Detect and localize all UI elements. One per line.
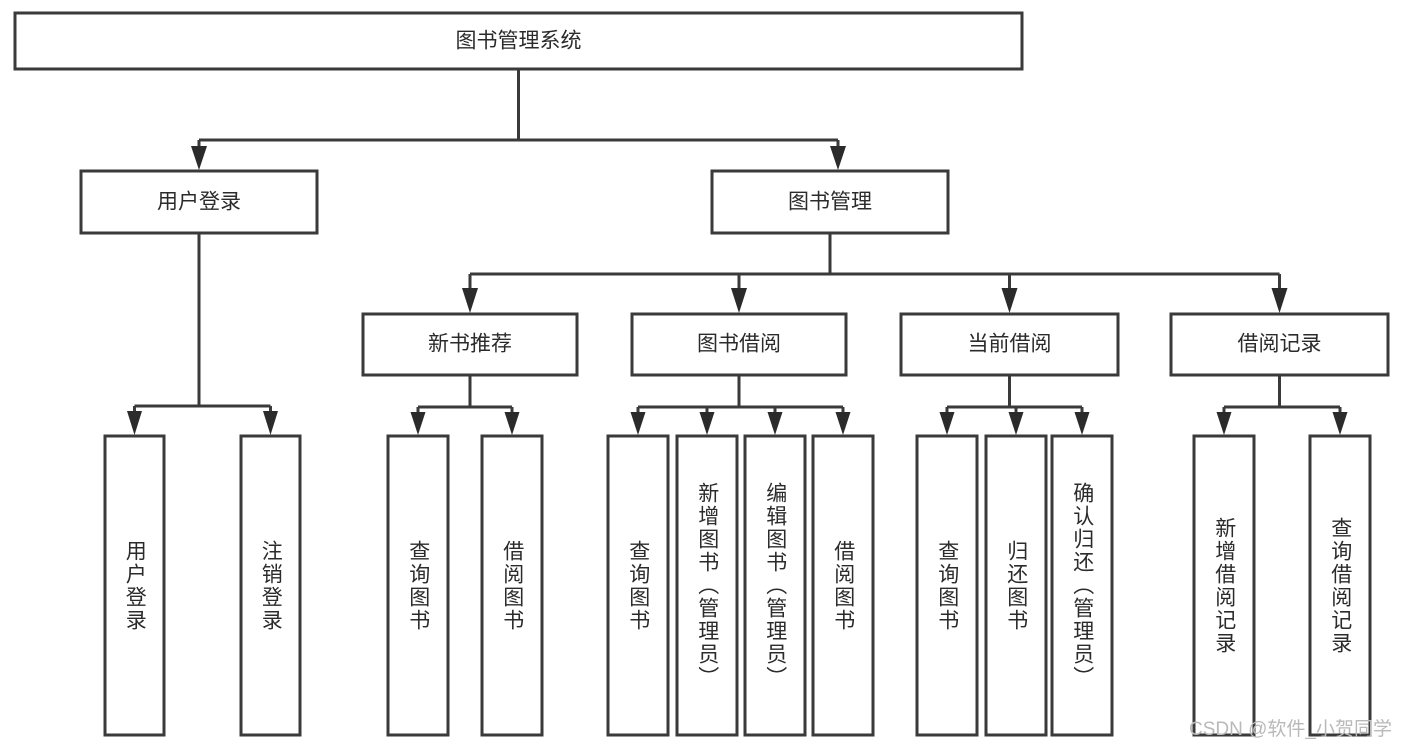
connector-new-book-recommend-to-leaves [410, 375, 520, 435]
node-label: 当前借阅 [968, 333, 1052, 356]
leaf-label-logout-login: 注销登录 [259, 539, 283, 632]
connector-borrow-record-to-leaves [1216, 375, 1348, 435]
node-user-login[interactable]: 用户登录 [79, 169, 319, 235]
node-book-manage[interactable]: 图书管理 [710, 169, 950, 235]
leaf-label-add-book: 新增图书（管理员） [695, 482, 719, 689]
node-label: 图书管理系统 [456, 30, 582, 53]
node-root-system[interactable]: 图书管理系统 [13, 11, 1024, 71]
connector-current-borrow-to-leaves [939, 375, 1090, 435]
node-label: 新书推荐 [428, 333, 512, 356]
leaf-label-edit-book: 编辑图书（管理员） [763, 482, 787, 689]
node-new-book-recommend[interactable]: 新书推荐 [361, 312, 579, 377]
leaf-node-boxes [103, 434, 1372, 737]
node-box-leaf-query-book-rec[interactable] [386, 434, 450, 737]
connector-book-manage-to-level3 [462, 233, 1288, 313]
node-box-leaf-query-book-borrow[interactable] [606, 434, 670, 737]
arrow-head-icon [939, 412, 955, 435]
node-box-leaf-add-borrow-record[interactable] [1192, 434, 1256, 737]
node-box [710, 169, 950, 235]
leaf-label-query-book-current: 查询图书 [935, 539, 959, 632]
arrow-head-icon [630, 412, 646, 435]
connector-root-to-level2 [191, 69, 846, 170]
node-label: 图书管理 [788, 191, 872, 214]
node-box-leaf-add-book[interactable] [675, 434, 739, 737]
node-borrow-record[interactable]: 借阅记录 [1169, 312, 1390, 377]
arrow-head-icon [1008, 412, 1024, 435]
leaf-label-user-login: 用户登录 [123, 539, 147, 632]
arrow-head-icon [1074, 412, 1090, 435]
leaf-label-query-book-rec: 查询图书 [406, 539, 430, 632]
leaf-label-confirm-return: 确认归还（管理员） [1070, 482, 1094, 689]
node-current-borrow[interactable]: 当前借阅 [899, 312, 1120, 377]
node-label: 借阅记录 [1238, 333, 1322, 356]
arrow-head-icon [767, 412, 783, 435]
leaf-label-add-borrow-record: 新增借阅记录 [1212, 516, 1236, 655]
node-label: 用户登录 [157, 191, 241, 214]
node-box-leaf-logout-login[interactable] [239, 434, 302, 737]
arrow-head-icon [731, 288, 747, 313]
node-box [899, 312, 1120, 377]
arrow-head-icon [1216, 412, 1232, 435]
node-box-leaf-confirm-return[interactable] [1050, 434, 1114, 737]
node-box-leaf-edit-book[interactable] [743, 434, 807, 737]
node-box-leaf-query-borrow-record[interactable] [1308, 434, 1372, 737]
leaf-label-query-book-borrow: 查询图书 [626, 539, 650, 632]
arrow-head-icon [127, 411, 142, 435]
node-label: 图书借阅 [697, 333, 781, 356]
leaf-label-borrow-book-rec: 借阅图书 [500, 539, 524, 632]
arrow-head-icon [462, 288, 478, 313]
node-box-leaf-borrow-book[interactable] [811, 434, 875, 737]
node-box [630, 312, 848, 377]
node-box [13, 11, 1024, 71]
arrow-head-icon [263, 411, 278, 435]
csdn-watermark: CSDN @软件_小贺同学 [1189, 719, 1392, 740]
node-box [361, 312, 579, 377]
node-box-leaf-return-book[interactable] [984, 434, 1048, 737]
node-book-borrow[interactable]: 图书借阅 [630, 312, 848, 377]
leaf-label-return-book: 归还图书 [1004, 539, 1028, 632]
arrow-head-icon [1332, 412, 1348, 435]
arrow-head-icon [1271, 288, 1288, 313]
arrow-head-icon [1001, 288, 1018, 313]
arrow-head-icon [504, 412, 520, 435]
arrow-head-icon [699, 412, 715, 435]
connector-book-borrow-to-leaves [630, 375, 851, 435]
arrow-head-icon [191, 146, 207, 170]
node-box [1169, 312, 1390, 377]
leaf-label-query-borrow-record: 查询借阅记录 [1328, 516, 1352, 655]
arrow-head-icon [835, 412, 851, 435]
node-box-leaf-borrow-book-rec[interactable] [480, 434, 544, 737]
node-box-leaf-user-login[interactable] [103, 434, 166, 737]
arrow-head-icon [830, 146, 846, 170]
leaf-label-borrow-book: 借阅图书 [831, 539, 855, 632]
node-box [79, 169, 319, 235]
connector-user-login-to-leaves [127, 233, 278, 435]
node-box-leaf-query-book-current[interactable] [915, 434, 979, 737]
arrow-head-icon [410, 412, 426, 435]
